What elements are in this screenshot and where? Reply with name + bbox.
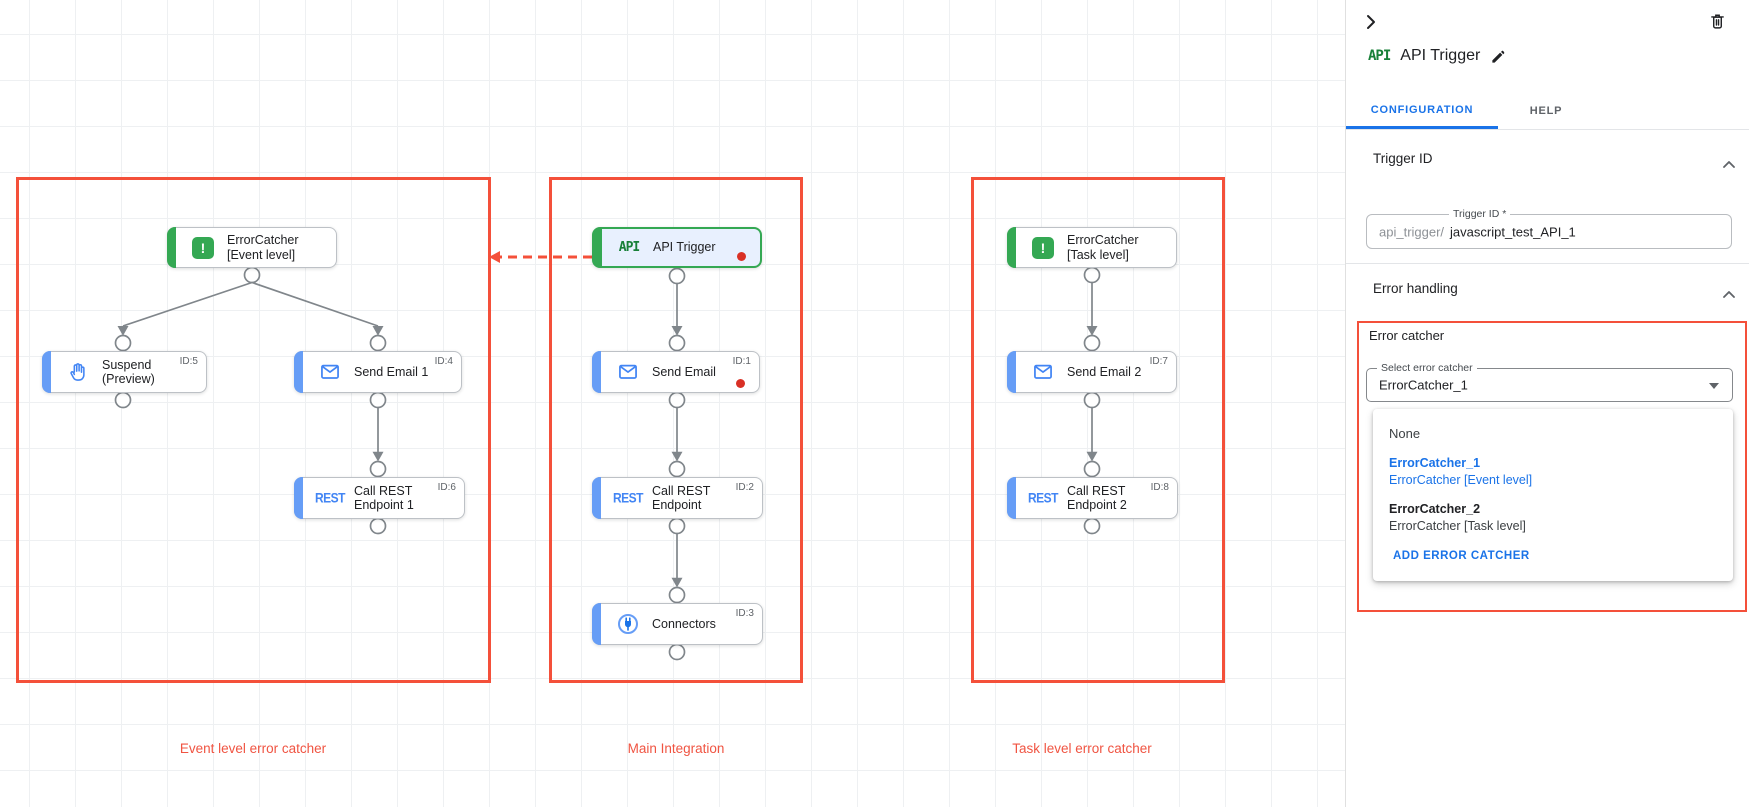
- error-link-arrow: [489, 251, 592, 263]
- trigger-id-value: javascript_test_API_1: [1450, 224, 1576, 239]
- error-catcher-icon: !: [188, 236, 218, 259]
- node-title: Send Email 2: [1067, 364, 1142, 379]
- node-id-badge: ID:7: [1149, 356, 1168, 367]
- email-icon: [315, 361, 345, 383]
- panel-header: API API Trigger: [1368, 47, 1507, 65]
- panel-tabs: CONFIGURATION HELP: [1346, 93, 1749, 129]
- node-title: Send Email 1: [354, 364, 429, 379]
- node-accent-bar: [294, 477, 303, 519]
- collapse-panel-icon[interactable]: [1359, 10, 1383, 34]
- node-send-email-1[interactable]: Send Email 1 ID:4: [294, 351, 462, 393]
- rest-icon: REST: [315, 489, 346, 507]
- add-error-catcher-button[interactable]: ADD ERROR CATCHER: [1393, 550, 1530, 562]
- divider: [1346, 129, 1749, 130]
- api-icon: API: [1368, 48, 1391, 64]
- node-send-email-2[interactable]: Send Email 2 ID:7: [1007, 351, 1177, 393]
- node-id-badge: ID:2: [735, 482, 754, 493]
- group-label-task-level: Task level error catcher: [1012, 741, 1152, 756]
- error-catcher-label: Error catcher: [1369, 328, 1445, 343]
- edit-title-icon[interactable]: [1490, 48, 1507, 65]
- dropdown-caret-icon: [1709, 383, 1719, 389]
- node-title: Send Email: [652, 364, 716, 379]
- select-error-catcher[interactable]: Select error catcher ErrorCatcher_1: [1366, 362, 1733, 402]
- node-accent-bar: [1007, 477, 1016, 519]
- api-icon: API: [618, 240, 641, 255]
- collapse-section-icon[interactable]: [1723, 285, 1735, 303]
- trigger-id-field[interactable]: Trigger ID * api_trigger/javascript_test…: [1366, 208, 1732, 249]
- node-connectors[interactable]: Connectors ID:3: [592, 603, 763, 645]
- hand-icon: [63, 361, 93, 383]
- menu-item-errorcatcher-1[interactable]: ErrorCatcher_1 ErrorCatcher [Event level…: [1389, 456, 1533, 487]
- group-label-main: Main Integration: [627, 741, 725, 756]
- node-send-email[interactable]: Send Email ID:1: [592, 351, 760, 393]
- node-title: API Trigger: [653, 240, 716, 255]
- connectors-icon: [613, 612, 643, 636]
- node-subtitle: Endpoint: [652, 498, 702, 512]
- node-accent-bar: [42, 351, 51, 393]
- node-accent-bar: [593, 228, 602, 267]
- node-title: Connectors: [652, 616, 716, 631]
- integration-canvas[interactable]: Event level error catcher Main Integrati…: [0, 0, 1345, 807]
- node-accent-bar: [167, 227, 176, 268]
- collapse-section-icon[interactable]: [1723, 155, 1735, 173]
- section-error-handling[interactable]: Error handling: [1373, 281, 1458, 296]
- node-id-badge: ID:6: [437, 482, 456, 493]
- node-accent-bar: [592, 603, 601, 645]
- node-id-badge: ID:4: [434, 356, 453, 367]
- node-accent-bar: [592, 351, 601, 393]
- email-icon: [1028, 361, 1058, 383]
- node-subtitle: (Preview): [102, 372, 155, 386]
- tab-configuration[interactable]: CONFIGURATION: [1346, 93, 1498, 129]
- trigger-id-prefix: api_trigger/: [1379, 224, 1445, 239]
- node-api-trigger[interactable]: API API Trigger: [592, 227, 762, 268]
- node-errorcatcher-task[interactable]: ! ErrorCatcher[Task level]: [1007, 227, 1177, 268]
- node-accent-bar: [592, 477, 601, 519]
- node-accent-bar: [1007, 351, 1016, 393]
- node-accent-bar: [294, 351, 303, 393]
- select-error-catcher-value: ErrorCatcher_1: [1379, 377, 1468, 393]
- node-suspend[interactable]: Suspend(Preview) ID:5: [42, 351, 207, 393]
- node-title: Call REST: [652, 483, 711, 498]
- group-label-event-level: Event level error catcher: [179, 741, 327, 756]
- node-id-badge: ID:3: [735, 608, 754, 619]
- node-id-badge: ID:1: [732, 356, 751, 367]
- node-errorcatcher-event[interactable]: ! ErrorCatcher[Event level]: [167, 227, 337, 268]
- trigger-id-field-label: Trigger ID *: [1449, 208, 1511, 220]
- error-catcher-dropdown-menu: None ErrorCatcher_1 ErrorCatcher [Event …: [1373, 409, 1733, 581]
- section-trigger-id[interactable]: Trigger ID: [1373, 151, 1433, 166]
- divider: [1346, 263, 1749, 264]
- node-subtitle: [Event level]: [227, 247, 296, 262]
- node-id-badge: ID:8: [1150, 482, 1169, 493]
- node-title: Call REST: [354, 483, 413, 498]
- node-title: Call REST: [1067, 483, 1126, 498]
- email-icon: [613, 361, 643, 383]
- node-subtitle: Endpoint 1: [354, 498, 414, 512]
- error-status-dot: [737, 252, 746, 261]
- tab-help[interactable]: HELP: [1529, 105, 1563, 117]
- delete-icon[interactable]: [1705, 9, 1729, 33]
- rest-icon: REST: [1028, 489, 1059, 507]
- node-title: ErrorCatcher: [227, 233, 299, 247]
- config-panel: API API Trigger CONFIGURATION HELP Trigg…: [1345, 0, 1749, 807]
- menu-item-none[interactable]: None: [1389, 426, 1421, 441]
- node-title: ErrorCatcher: [1067, 233, 1139, 247]
- error-catcher-icon: !: [1028, 236, 1058, 259]
- node-accent-bar: [1007, 227, 1016, 268]
- select-error-catcher-label: Select error catcher: [1377, 362, 1477, 374]
- node-id-badge: ID:5: [179, 356, 198, 367]
- error-status-dot: [736, 379, 745, 388]
- node-subtitle: Endpoint 2: [1067, 498, 1127, 512]
- node-title: Suspend: [102, 357, 152, 372]
- edges-layer: [114, 251, 1101, 661]
- menu-item-errorcatcher-2[interactable]: ErrorCatcher_2 ErrorCatcher [Task level]: [1389, 502, 1526, 533]
- node-subtitle: [Task level]: [1067, 247, 1129, 262]
- panel-title: API Trigger: [1400, 47, 1481, 64]
- rest-icon: REST: [613, 489, 644, 507]
